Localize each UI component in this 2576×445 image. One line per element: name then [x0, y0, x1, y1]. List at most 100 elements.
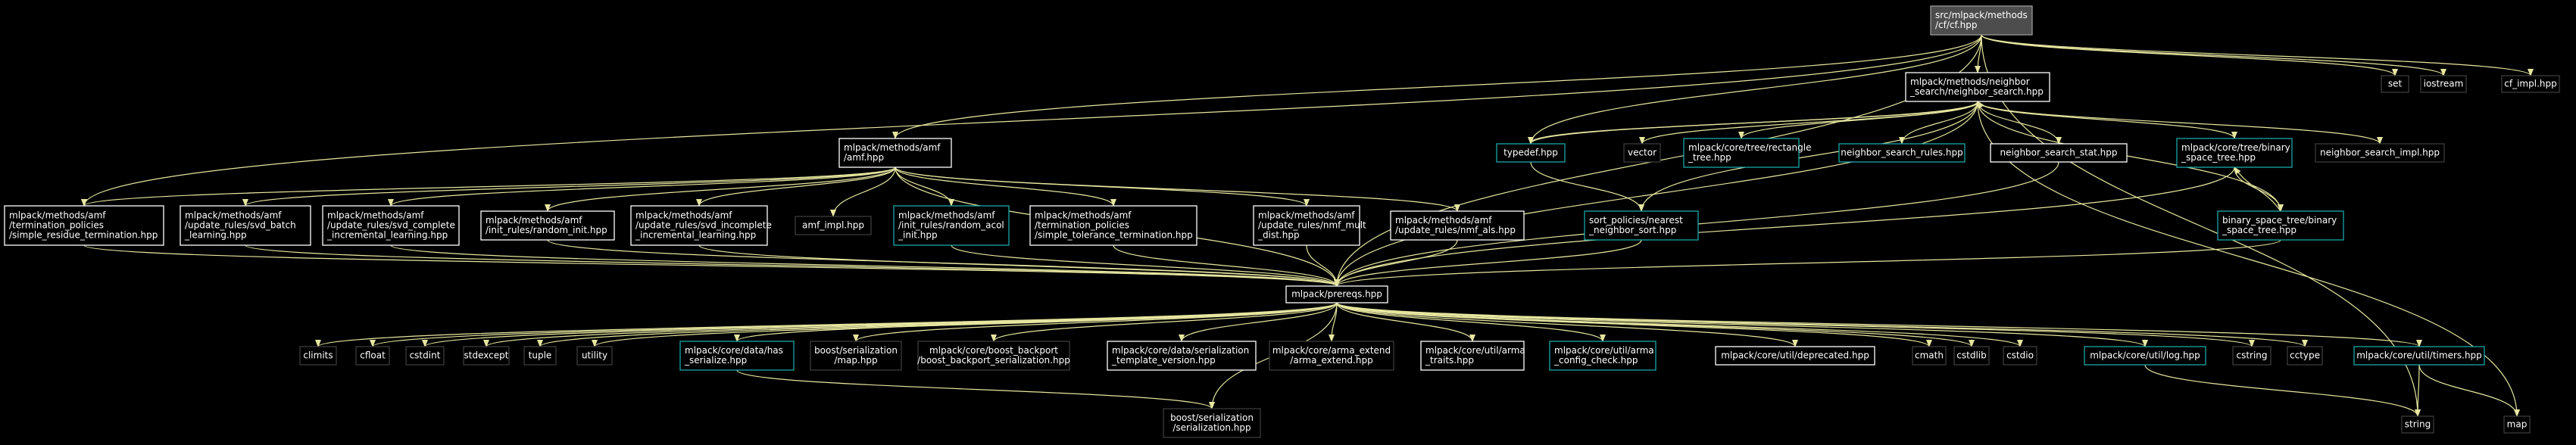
node-nsr[interactable]: neighbor_search_rules.hpp: [1838, 143, 1966, 163]
node-nmfm[interactable]: mlpack/methods/amf/update_rules/nmf_mult…: [1253, 205, 1366, 246]
node-label-line: _incremental_learning.hpp: [635, 230, 756, 241]
node-label-line: mlpack/methods/amf: [327, 210, 424, 221]
node-box: [480, 210, 615, 241]
node-label-line: sort_policies/nearest: [1589, 215, 1683, 226]
node-label-line: mlpack/core/util/timers.hpp: [2356, 350, 2482, 361]
node-prereqs[interactable]: mlpack/prereqs.hpp: [1285, 285, 1388, 303]
node-box: [1623, 143, 1661, 163]
node-box: [1029, 205, 1197, 246]
edge-amf-to-amfimpl: [830, 166, 896, 217]
node-box: [893, 205, 1010, 246]
edge-svdi-to-prereqs: [698, 244, 1340, 287]
edge-amf-to-svdc: [388, 166, 896, 207]
edge-cf-to-cf_impl: [1981, 34, 2534, 76]
node-iostream: iostream: [2420, 75, 2467, 93]
edge-cf-to-typedef: [1528, 34, 1982, 145]
node-label-line: climits: [303, 350, 333, 361]
node-cf_impl: cf_impl.hpp: [2501, 75, 2560, 93]
node-label-line: mlpack/core/util/log.hpp: [2090, 350, 2200, 361]
node-label-line: mlpack/core/data/serialization: [1112, 345, 1249, 356]
edge-prereqs-to-tuple: [537, 302, 1338, 347]
node-string: string: [2401, 415, 2434, 434]
node-label-line: _init.hpp: [898, 230, 938, 241]
node-nss[interactable]: neighbor_search_stat.hpp: [1990, 143, 2128, 163]
node-box: [1838, 143, 1966, 163]
node-sortp[interactable]: sort_policies/nearest_neighbor_sort.hpp: [1584, 210, 1699, 241]
node-label-line: _tree.hpp: [1688, 152, 1731, 163]
node-label-line: mlpack/methods/amf: [898, 210, 995, 221]
edge-prereqs-to-cctype: [1336, 302, 2308, 347]
node-label-line: /update_rules/svd_complete: [327, 220, 455, 231]
node-label-line: /map.hpp: [834, 355, 877, 366]
node-label-line: /update_rules/svd_batch: [185, 220, 296, 231]
node-box: [2353, 346, 2485, 366]
node-label-line: mlpack/methods/neighbor: [1910, 76, 2030, 87]
edge-prereqs-to-climits: [315, 302, 1338, 347]
node-label-line: neighbor_search_rules.hpp: [1841, 148, 1962, 158]
node-label-line: /serialization.hpp: [1172, 422, 1251, 433]
node-box: [523, 346, 557, 366]
node-vector: vector: [1623, 143, 1661, 163]
node-label-line: tuple: [529, 350, 552, 361]
node-svdc[interactable]: mlpack/methods/amf/update_rules/svd_comp…: [322, 205, 460, 246]
node-stt[interactable]: mlpack/methods/amf/termination_policies/…: [1029, 205, 1197, 246]
node-amf[interactable]: mlpack/methods/amf/amf.hpp: [838, 138, 952, 168]
node-bst1[interactable]: mlpack/core/tree/binary_space_tree.hpp: [2176, 138, 2293, 168]
edge-amf-to-stt: [895, 166, 1116, 207]
node-ns[interactable]: mlpack/methods/neighbor_search/neighbor_…: [1905, 72, 2050, 102]
node-nmfa[interactable]: mlpack/methods/amf/update_rules/nmf_als.…: [1390, 210, 1525, 241]
node-cstring: cstring: [2232, 346, 2272, 366]
edge-ns-to-rect: [1738, 101, 1978, 139]
edge-prereqs-to-log: [1336, 302, 2148, 347]
node-label-line: /cf/cf.hpp: [1935, 20, 1978, 30]
edge-cf-to-iostream: [1981, 34, 2446, 76]
node-svdb[interactable]: mlpack/methods/amf/update_rules/svd_batc…: [180, 205, 311, 246]
node-typedef[interactable]: typedef.hpp: [1496, 143, 1566, 163]
node-racol[interactable]: mlpack/methods/amf/init_rules/random_aco…: [893, 205, 1010, 246]
edge-svdc-to-prereqs: [390, 244, 1340, 287]
node-timers[interactable]: mlpack/core/util/timers.hpp: [2353, 346, 2485, 366]
node-label-line: mlpack/core/boost_backport: [929, 345, 1058, 356]
node-cf[interactable]: src/mlpack/methods/cf/cf.hpp: [1930, 5, 2033, 36]
node-armacfg[interactable]: mlpack/core/util/arma_config_check.hpp: [1549, 341, 1656, 371]
node-box: [2176, 138, 2293, 168]
node-label-line: amf_impl.hpp: [802, 220, 864, 231]
node-label-line: mlpack/methods/amf: [1035, 210, 1132, 221]
edge-stt-to-prereqs: [1113, 244, 1340, 287]
node-stv[interactable]: mlpack/core/data/serialization_template_…: [1107, 341, 1257, 371]
node-box: [1390, 210, 1525, 241]
node-armatr[interactable]: mlpack/core/util/arma_traits.hpp: [1420, 341, 1525, 371]
node-hasser[interactable]: mlpack/core/data/has_serialize.hpp: [679, 341, 795, 371]
node-map: map: [2503, 415, 2531, 434]
node-depr[interactable]: mlpack/core/util/deprecated.hpp: [1715, 346, 1875, 366]
edge-ns-to-bst1: [1977, 101, 2237, 139]
edge-timers-to-map: [2418, 364, 2520, 417]
edge-bst2-to-prereqs: [1334, 239, 2281, 287]
node-label-line: _dist.hpp: [1257, 230, 1300, 241]
edge-timers-to-string: [2415, 364, 2421, 417]
node-log[interactable]: mlpack/core/util/log.hpp: [2084, 346, 2206, 366]
node-label-line: mlpack/core/tree/rectangle: [1688, 142, 1811, 153]
edge-bst1-to-prereqs: [1334, 166, 2235, 287]
node-box: [1496, 143, 1566, 163]
node-srt[interactable]: mlpack/methods/amf/termination_policies/…: [4, 205, 164, 246]
node-label-line: _incremental_learning.hpp: [326, 230, 448, 241]
node-box: [1715, 346, 1875, 366]
node-rinit[interactable]: mlpack/methods/amf/init_rules/random_ini…: [480, 210, 615, 241]
edge-prereqs-to-depr: [1336, 302, 1798, 347]
node-nsimpl: neighbor_search_impl.hpp: [2315, 143, 2445, 163]
edge-nmfa-to-prereqs: [1334, 239, 1458, 287]
edge-svdb-to-prereqs: [245, 244, 1340, 287]
node-bst2[interactable]: binary_space_tree/binary_space_tree.hpp: [2217, 210, 2344, 241]
node-box: [2503, 415, 2531, 434]
edge-amf-to-svdi: [696, 166, 896, 207]
node-label-line: _space_tree.hpp: [2222, 225, 2297, 235]
node-rect[interactable]: mlpack/core/tree/rectangle_tree.hpp: [1683, 138, 1811, 168]
edge-typedef-to-sortp: [1530, 161, 1644, 212]
edge-prereqs-to-bmap: [853, 302, 1338, 342]
node-box: [1107, 341, 1257, 371]
edge-prereqs-to-stv: [1179, 302, 1338, 342]
node-svdi[interactable]: mlpack/methods/amf/update_rules/svd_inco…: [630, 205, 772, 246]
edge-ns-to-prereqs: [1334, 101, 1978, 287]
node-label-line: mlpack/methods/amf: [1395, 215, 1492, 226]
